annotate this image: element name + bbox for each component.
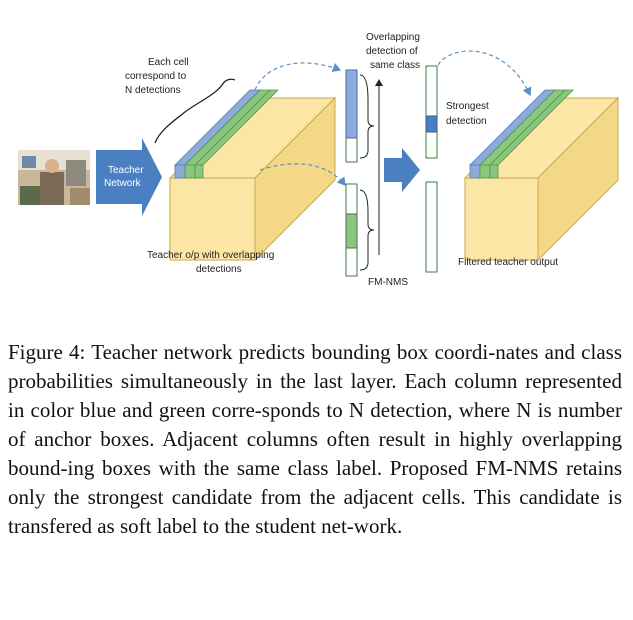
overlap-class-label-3: same class — [370, 60, 420, 71]
strongest-label-1: Strongest — [446, 101, 489, 112]
filtered-columns — [425, 65, 438, 273]
each-cell-label-1: Each cell — [148, 57, 189, 68]
each-cell-label-3: N detections — [125, 85, 181, 96]
dashed-arrow-bottom — [259, 163, 346, 186]
dashed-arrow-right — [437, 50, 532, 97]
input-photo — [18, 150, 90, 205]
overlap-class-label-1: Overlapping — [366, 32, 420, 43]
teacher-output-label-2: detections — [196, 264, 242, 275]
fmnms-columns — [345, 69, 383, 277]
figure-caption: Figure 4: Teacher network predicts bound… — [8, 340, 622, 538]
teacher-label-2: Network — [104, 178, 142, 189]
each-cell-annotation: Each cell correspond to N detections — [125, 57, 236, 144]
fmnms-label: FM-NMS — [368, 277, 408, 288]
strongest-label-2: detection — [446, 116, 487, 127]
teacher-label-1: Teacher — [108, 165, 144, 176]
teacher-output-label-1: Teacher o/p with overlapping — [147, 250, 274, 261]
dashed-arrow-top — [254, 62, 342, 91]
teacher-output-cuboid — [168, 89, 337, 262]
each-cell-label-2: correspond to — [125, 71, 187, 82]
architecture-figure: Teacher Network Each cell correspond to … — [18, 32, 620, 288]
filtered-label: Filtered teacher output — [458, 257, 558, 268]
overlap-class-label-2: detection of — [366, 46, 418, 57]
fmnms-arrow — [384, 148, 420, 192]
filtered-output-cuboid — [463, 89, 620, 262]
teacher-network-arrow: Teacher Network — [96, 138, 162, 216]
